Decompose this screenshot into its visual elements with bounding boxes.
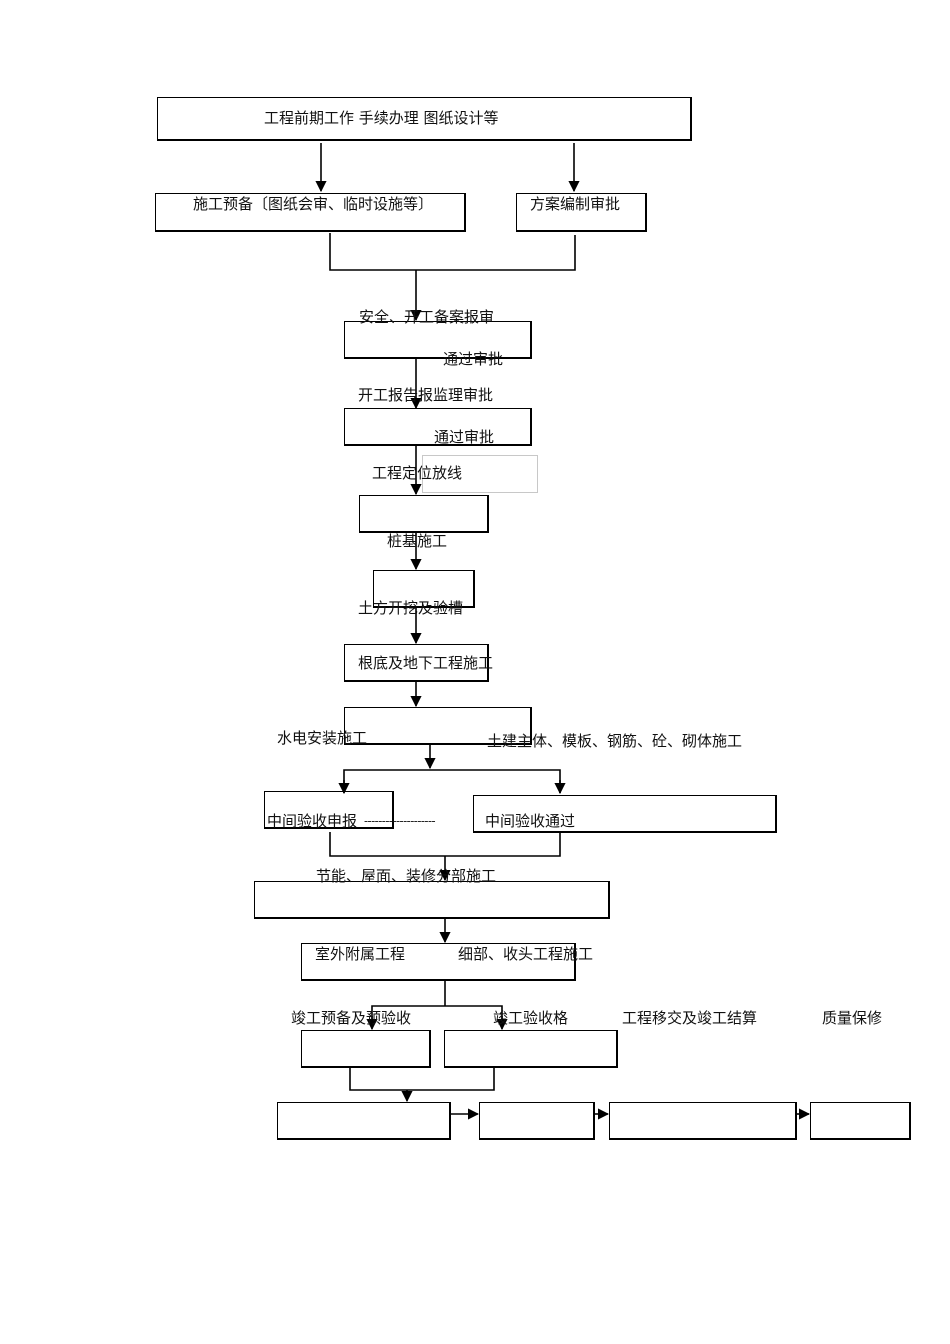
label-energy-roof-decoration: 节能、屋面、装修分部施工	[316, 867, 497, 885]
box-energy-roof	[254, 881, 610, 919]
label-construction-prep: 施工预备〔图纸会审、临时设施等〕	[193, 195, 434, 213]
label-completion-prep: 竣工预备及预验收	[291, 1009, 412, 1027]
label-positioning: 工程定位放线	[372, 464, 463, 482]
label-handover-settlement: 工程移交及竣工结算	[622, 1009, 758, 1027]
merge-bracket-bottom	[349, 1068, 495, 1091]
label-excavation: 土方开挖及验槽	[358, 599, 464, 617]
box-completion-inspection-2	[479, 1102, 595, 1140]
box-mid-inspection-passed	[473, 795, 777, 833]
label-completion-inspection: 竣工验收格	[493, 1009, 569, 1027]
box-preliminary-work	[157, 97, 692, 141]
merge-bracket-mid	[329, 832, 561, 857]
label-plan-approval: 方案编制审批	[530, 195, 621, 213]
box-warranty	[810, 1102, 911, 1140]
label-mep-installation: 水电安装施工	[277, 729, 368, 747]
label-pile-foundation: 桩基施工	[387, 532, 448, 550]
box-completion-prep	[301, 1030, 431, 1068]
label-safety-filing: 安全、开工备案报审	[359, 308, 495, 326]
box-completion-prep-2	[277, 1102, 451, 1140]
box-safety-filing	[344, 321, 532, 359]
box-excavation	[344, 644, 489, 682]
box-mid-inspection-report	[264, 791, 394, 829]
box-foundation	[344, 707, 532, 745]
box-completion-inspection	[444, 1030, 618, 1068]
label-warranty: 质量保修	[822, 1009, 883, 1027]
label-main-structure: 土建主体、模板、钢筋、砼、砌体施工	[487, 732, 743, 750]
label-mid-inspection-passed: 中间验收通过	[485, 812, 576, 830]
label-mid-inspection-report: 中间验收申报	[267, 812, 358, 830]
box-start-report	[344, 408, 532, 446]
split-bracket	[343, 769, 561, 793]
merge-bracket-top	[329, 233, 576, 271]
box-outdoor-finishing	[301, 943, 576, 981]
label-finishing-works: 细部、收头工程施工	[458, 945, 594, 963]
box-positioning	[359, 495, 489, 533]
label-foundation-underground: 根底及地下工程施工	[358, 654, 494, 672]
box-plan-approval	[516, 193, 647, 232]
box-pile-foundation	[373, 570, 475, 608]
label-dash-link: --------------------	[364, 814, 436, 828]
label-approved-2: 通过审批	[434, 428, 495, 446]
box-handover	[609, 1102, 797, 1140]
box-positioning-note	[422, 455, 538, 493]
label-preliminary-work: 工程前期工作 手续办理 图纸设计等	[264, 109, 499, 127]
label-outdoor-works: 室外附属工程	[315, 945, 406, 963]
box-construction-prep	[155, 193, 466, 232]
label-start-report: 开工报告报监理审批	[358, 386, 494, 404]
label-approved-1: 通过审批	[443, 350, 504, 368]
